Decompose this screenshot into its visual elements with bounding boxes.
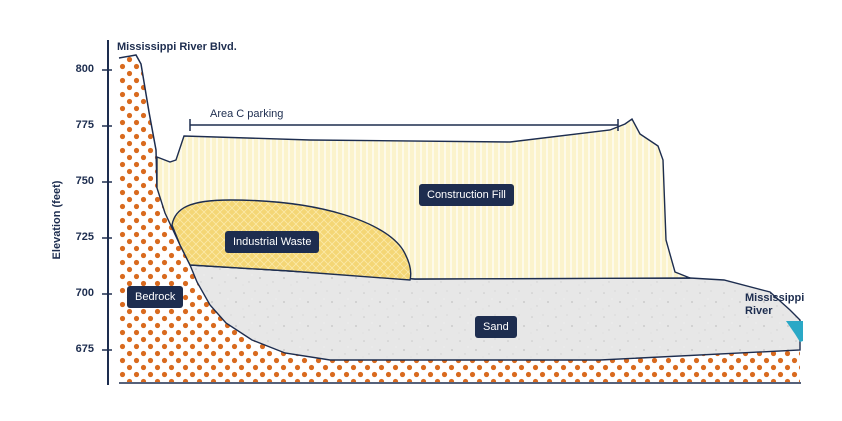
- y-tick-800: 800: [75, 63, 94, 75]
- bedrock-layer: [119, 55, 800, 382]
- y-tick-725: 725: [75, 231, 94, 243]
- river-label: Mississippi River: [745, 292, 805, 317]
- y-tick-775: 775: [75, 119, 94, 131]
- y-tick-675: 675: [75, 343, 94, 355]
- parking-label: Area C parking: [210, 108, 284, 120]
- bedrock-profile: [118, 54, 158, 189]
- y-axis-title: Elevation (feet): [51, 180, 63, 260]
- construction-fill-tag: Construction Fill: [419, 184, 514, 206]
- bedrock-tag: Bedrock: [127, 286, 184, 308]
- y-axis-tick-marks: [102, 69, 112, 351]
- bluff-label: Mississippi River Blvd.: [117, 41, 237, 53]
- industrial-waste-tag: Industrial Waste: [225, 231, 320, 253]
- parking-bracket: [189, 119, 619, 131]
- y-tick-750: 750: [75, 175, 94, 187]
- y-tick-700: 700: [75, 287, 94, 299]
- sand-tag: Sand: [475, 316, 517, 338]
- river-water: [786, 321, 803, 342]
